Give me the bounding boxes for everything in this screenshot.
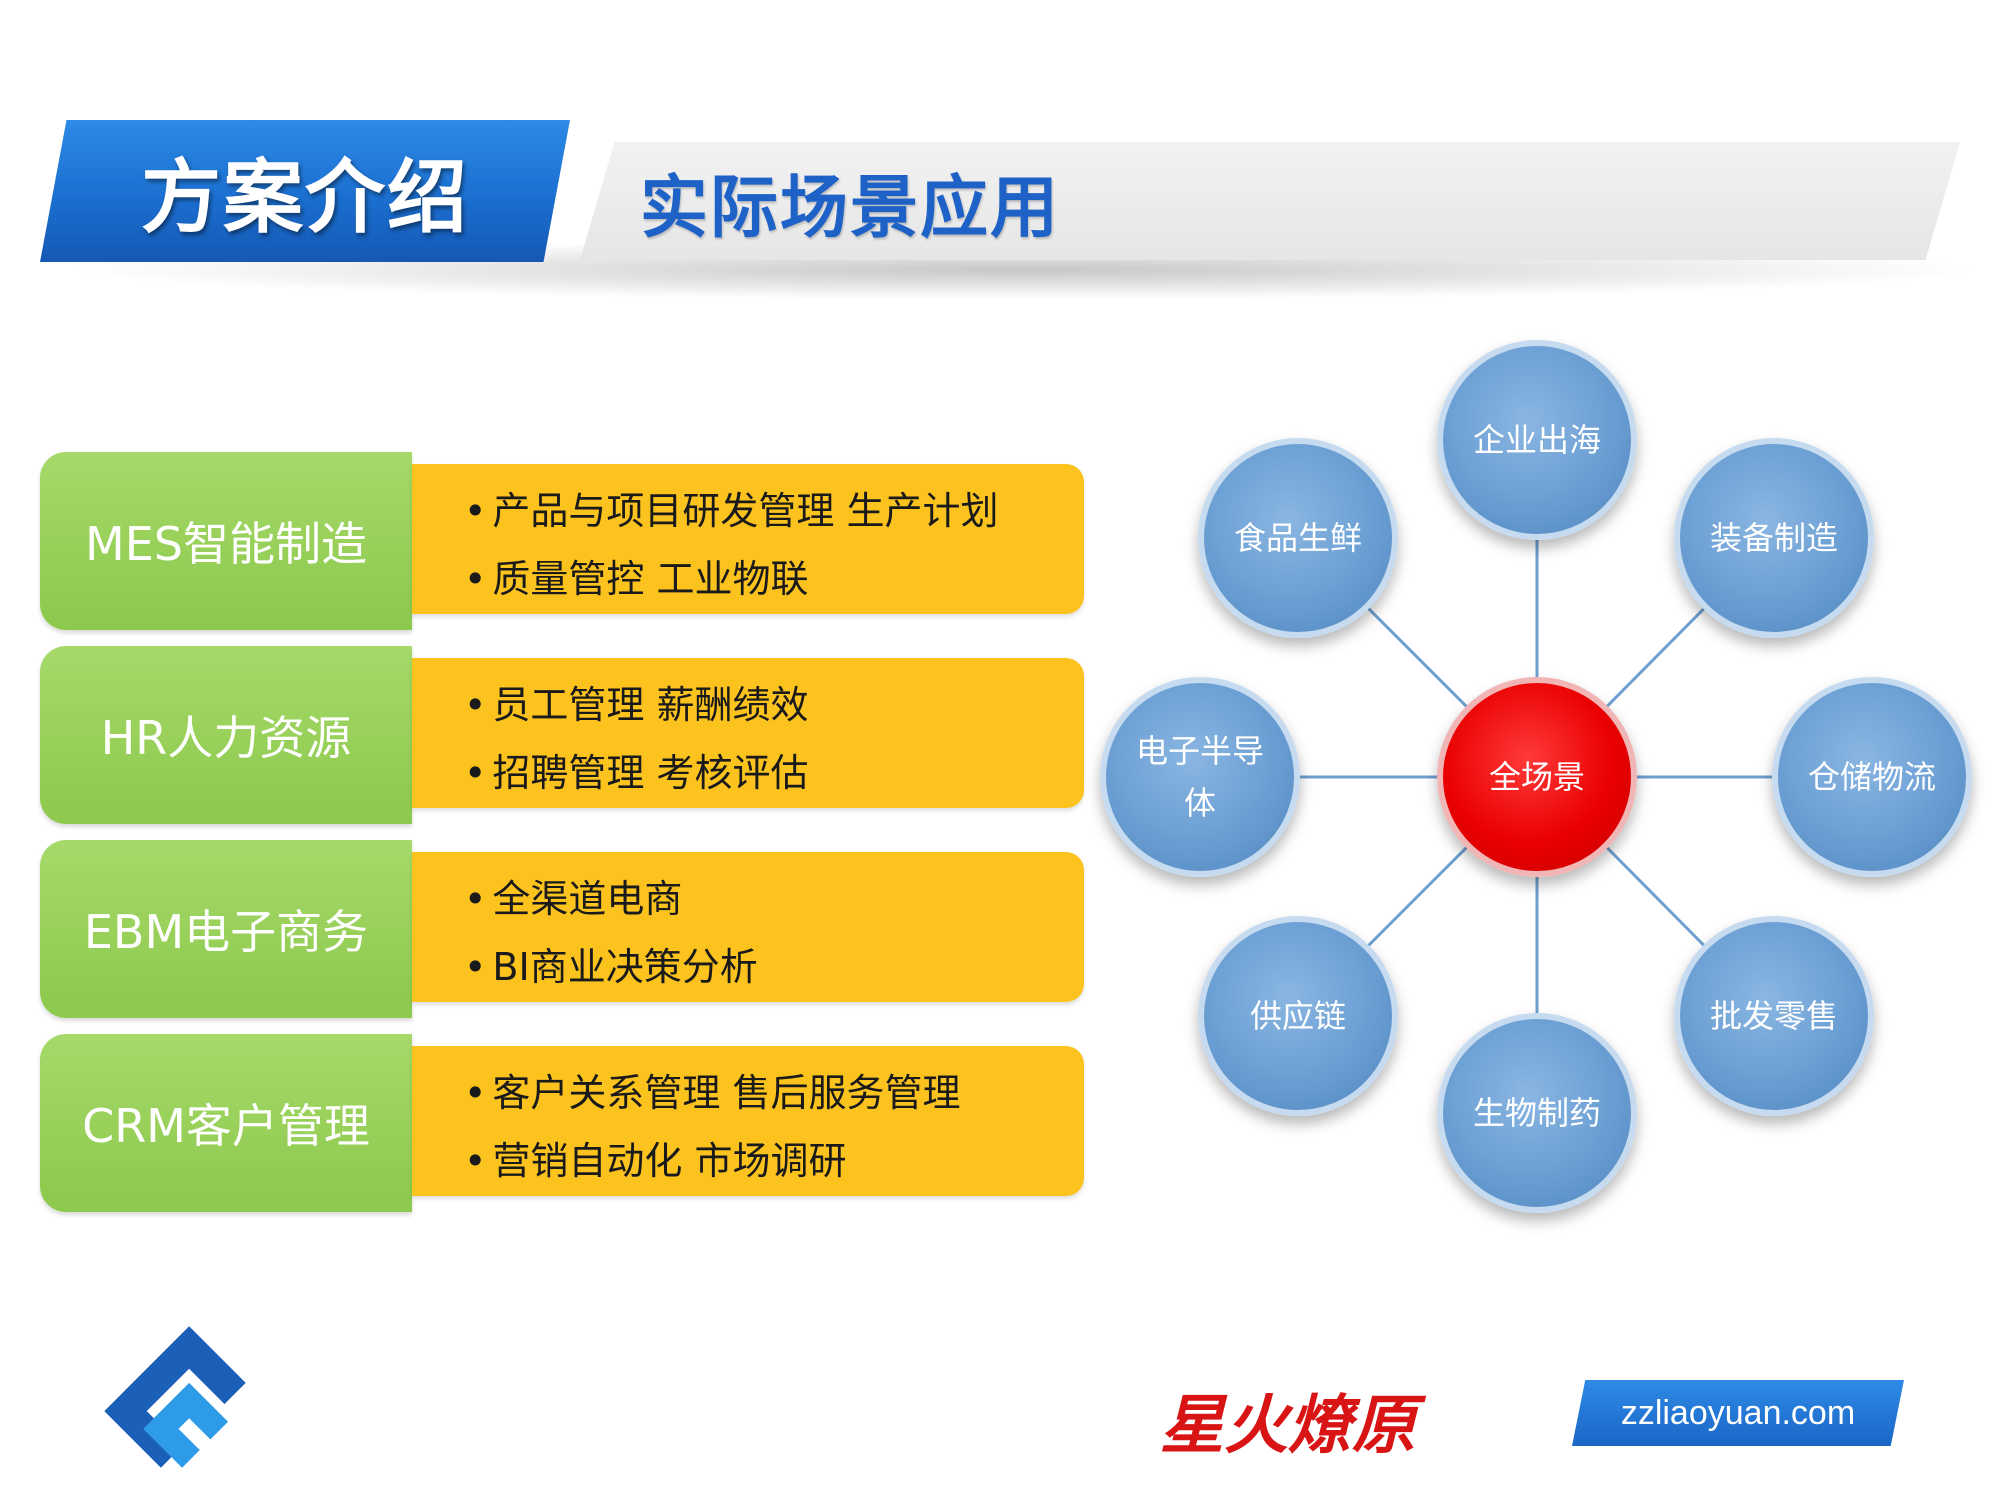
website-badge (1572, 1380, 1904, 1446)
node-label: 电子半导 (1135, 732, 1264, 770)
node-label: 食品生鲜 (1233, 519, 1362, 557)
module-description: 全渠道电商 BI商业决策分析 (412, 852, 1084, 1002)
module-description: 客户关系管理 售后服务管理 营销自动化 市场调研 (412, 1046, 1084, 1196)
title-banner (580, 142, 1960, 260)
module-label: HR人力资源 (40, 646, 412, 824)
module-label: EBM电子商务 (40, 840, 412, 1018)
module-feature: 产品与项目研发管理 生产计划 (464, 482, 1084, 550)
slogan-calligraphy: 星火燎原 (1160, 1388, 1427, 1463)
scenario-node: 装备制造 (1674, 438, 1874, 638)
scenario-node: 批发零售 (1674, 916, 1874, 1116)
scenario-node: 电子半导 体 (1100, 677, 1300, 877)
module-feature: 招聘管理 考核评估 (464, 744, 1084, 812)
hub-label: 全场景 (1488, 758, 1585, 796)
scenario-node: 仓储物流 (1772, 677, 1972, 877)
node-label: 批发零售 (1709, 997, 1838, 1035)
scenario-node: 生物制药 (1437, 1013, 1637, 1213)
module-label: MES智能制造 (40, 452, 412, 630)
scenario-hub-diagram: 企业出海 装备制造 仓储物流 批发零售 生物制药 供应链 电子半导 体 食品生鲜… (1080, 320, 2000, 1240)
module-description: 员工管理 薪酬绩效 招聘管理 考核评估 (412, 658, 1084, 808)
module-feature: BI商业决策分析 (464, 938, 1084, 1006)
website-link[interactable]: zzliaoyuan.com (1620, 1393, 1856, 1432)
node-label: 生物制药 (1472, 1094, 1601, 1132)
module-row-mes: MES智能制造 产品与项目研发管理 生产计划 质量管控 工业物联 (40, 452, 1090, 630)
scenario-node: 食品生鲜 (1198, 438, 1398, 638)
module-feature: 全渠道电商 (464, 870, 1084, 938)
hub-node: 全场景 (1437, 677, 1637, 877)
section-title: 方案介绍 (141, 151, 469, 244)
node-label: 仓储物流 (1807, 758, 1936, 796)
slogan-text: 星火燎原 (1160, 1388, 1427, 1463)
module-feature: 客户关系管理 售后服务管理 (464, 1064, 1084, 1132)
node-label: 体 (1183, 784, 1216, 822)
section-banner (40, 120, 570, 262)
module-label: CRM客户管理 (40, 1034, 412, 1212)
module-row-ebm: EBM电子商务 全渠道电商 BI商业决策分析 (40, 840, 1090, 1018)
node-label: 供应链 (1249, 997, 1346, 1035)
module-row-hr: HR人力资源 员工管理 薪酬绩效 招聘管理 考核评估 (40, 646, 1090, 824)
node-label: 企业出海 (1472, 421, 1601, 459)
scenario-node: 企业出海 (1437, 340, 1637, 540)
scenario-node: 供应链 (1198, 916, 1398, 1116)
module-feature: 营销自动化 市场调研 (464, 1132, 1084, 1200)
module-description: 产品与项目研发管理 生产计划 质量管控 工业物联 (412, 464, 1084, 614)
module-row-crm: CRM客户管理 客户关系管理 售后服务管理 营销自动化 市场调研 (40, 1034, 1090, 1212)
node-label: 装备制造 (1709, 519, 1838, 557)
module-feature: 员工管理 薪酬绩效 (464, 676, 1084, 744)
company-logo-icon (104, 1326, 246, 1468)
module-feature: 质量管控 工业物联 (464, 550, 1084, 618)
page-title: 实际场景应用 (640, 168, 1061, 248)
